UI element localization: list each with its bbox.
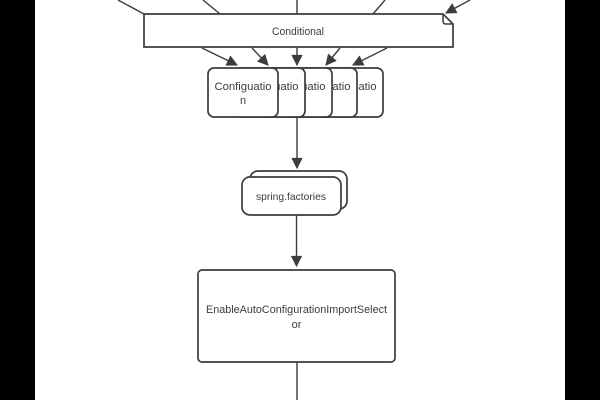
edge-fanout-4 xyxy=(325,47,341,66)
edge-fanout-1 xyxy=(201,47,239,66)
configuration-label-line1: Configuatio xyxy=(215,81,272,93)
configuration-box-shape xyxy=(207,67,279,118)
edge-incoming-5 xyxy=(445,0,471,14)
node-spring-factories: spring.factories xyxy=(241,170,348,216)
edges-conditional-to-configuration xyxy=(201,47,388,67)
edge-fanout-2 xyxy=(251,47,269,66)
importselector-shape xyxy=(197,269,396,363)
configuration-label-line2: n xyxy=(240,95,246,107)
edge-incoming-1 xyxy=(117,0,145,15)
importselector-label-line1: EnableAutoConfigurationImportSelect xyxy=(206,304,387,316)
edge-incoming-2 xyxy=(202,0,221,15)
conditional-card-shape xyxy=(143,13,454,48)
node-import-selector: EnableAutoConfigurationImportSelect or xyxy=(197,269,396,363)
springfactories-label: spring.factories xyxy=(256,191,326,203)
node-conditional: Conditional xyxy=(143,13,454,48)
letterbox-left xyxy=(0,0,35,400)
conditional-fold-corner xyxy=(442,14,453,25)
springfactories-front-shape xyxy=(241,176,342,216)
edges-incoming xyxy=(117,0,471,15)
letterbox-right xyxy=(565,0,600,400)
importselector-label-line2: or xyxy=(292,319,302,331)
edge-incoming-4 xyxy=(372,0,386,15)
edge-fanout-5 xyxy=(351,47,388,66)
conditional-label: Conditional xyxy=(272,26,324,38)
node-configuration-stack: Configuatio n Configuatio n Configuatio … xyxy=(207,67,384,118)
configuration-box-1: Configuatio n xyxy=(207,67,279,118)
